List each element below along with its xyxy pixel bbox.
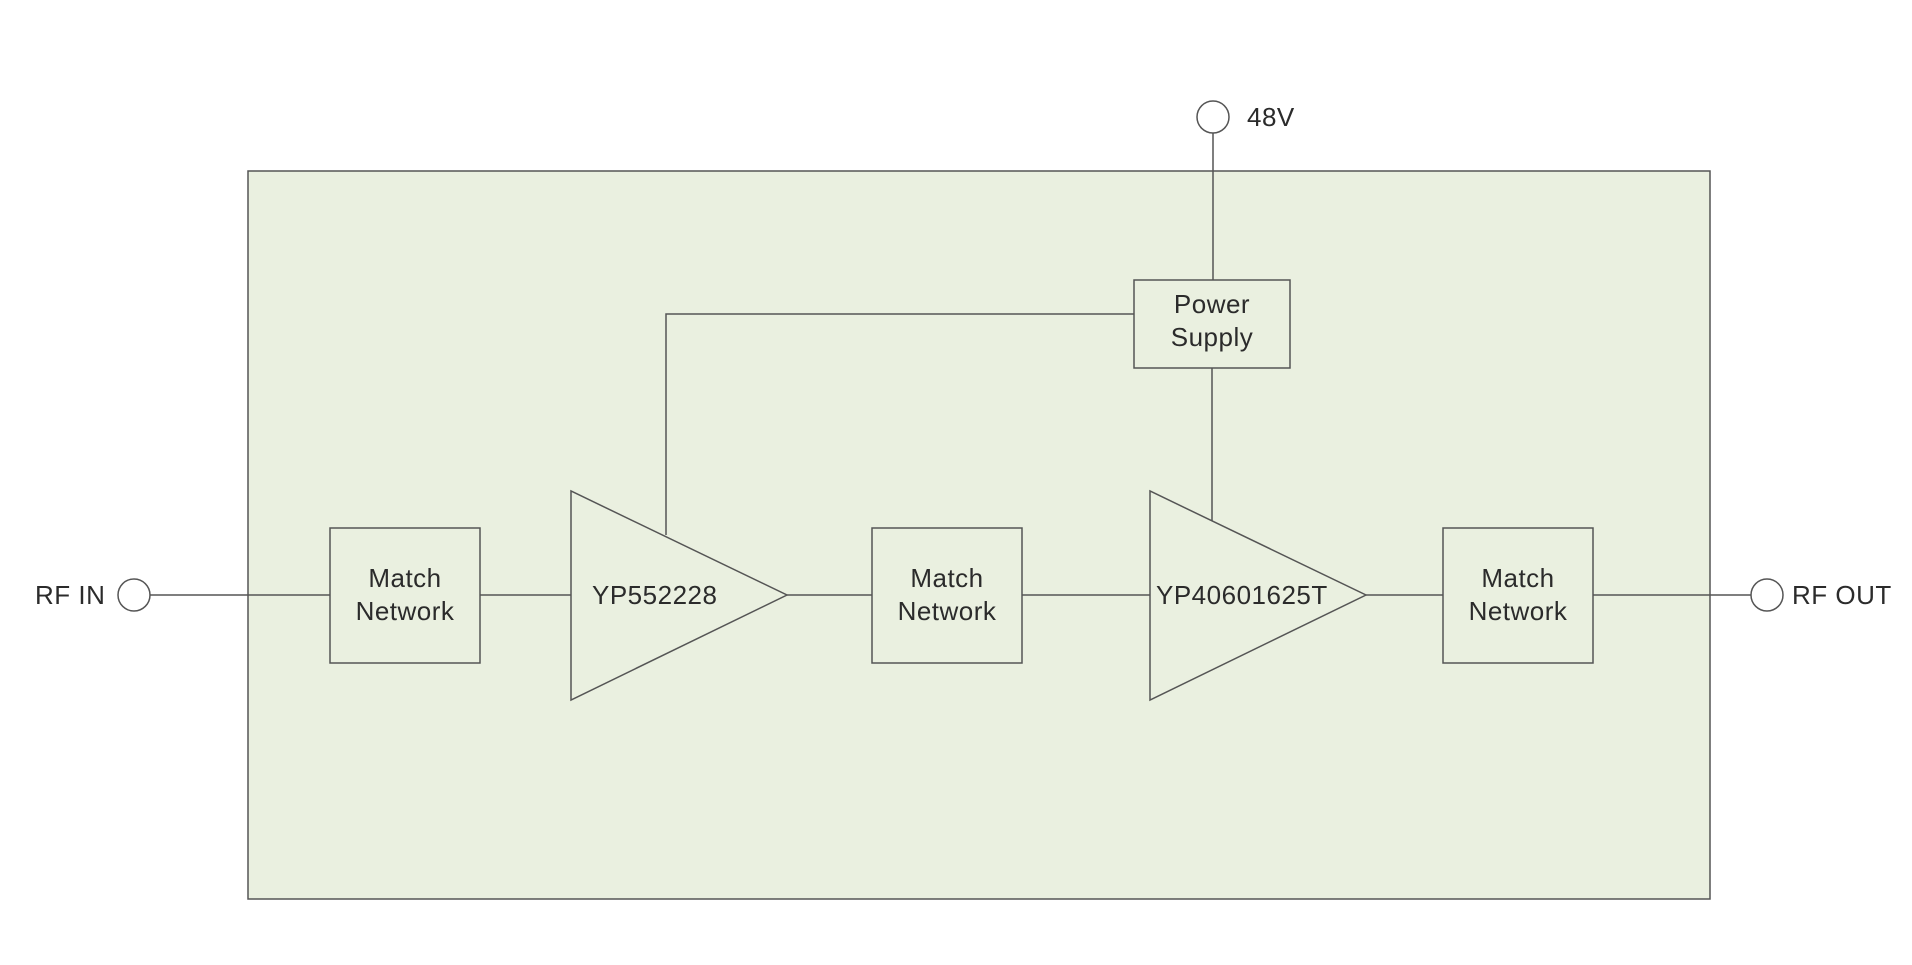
power-supply-label-line2: Supply [1171, 322, 1254, 352]
amplifier-1-label: YP552228 [592, 580, 717, 610]
match-network-3-block [1442, 527, 1594, 664]
match-network-2-label-line1: Match [910, 563, 983, 593]
amplifier-2-triangle [1149, 489, 1368, 702]
amplifier-1-triangle [570, 489, 789, 702]
power-supply-label-line1: Power [1174, 289, 1250, 319]
amplifier-2-label: YP40601625T [1156, 580, 1328, 610]
match-network-2-block [871, 527, 1023, 664]
supply-48v-terminal [1196, 100, 1230, 134]
rf-out-label: RF OUT [1792, 580, 1892, 610]
wire-power-supply-to-amp-1 [665, 313, 1134, 535]
match-network-1-block [329, 527, 481, 664]
rf-out-terminal [1750, 578, 1784, 612]
match-network-1-label-line1: Match [368, 563, 441, 593]
match-network-3-label-line2: Network [1469, 596, 1568, 626]
power-supply-block [1133, 279, 1291, 369]
supply-48v-label: 48V [1247, 102, 1295, 132]
match-network-2-label-line2: Network [898, 596, 997, 626]
rf-in-label: RF IN [35, 580, 105, 610]
match-network-3-label-line1: Match [1481, 563, 1554, 593]
match-network-1-label-line2: Network [356, 596, 455, 626]
rf-in-terminal [117, 578, 151, 612]
